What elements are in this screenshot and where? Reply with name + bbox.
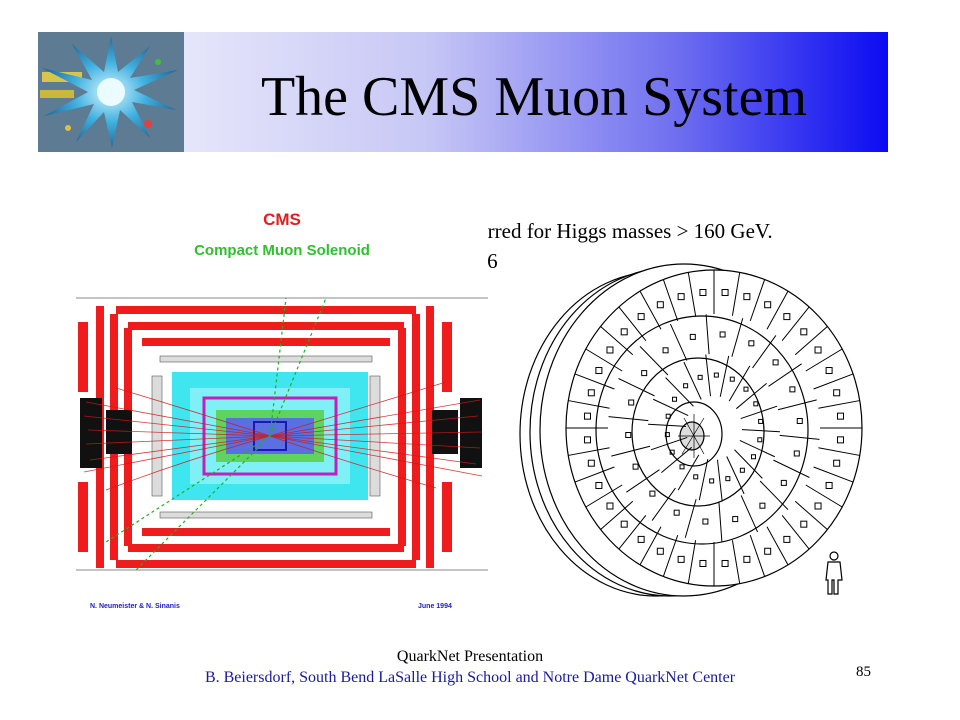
page-number: 85 bbox=[856, 664, 871, 680]
slide-title: The CMS Muon System bbox=[260, 66, 808, 128]
muon-endcap-wheel-figure bbox=[488, 258, 880, 598]
starburst-logo-icon bbox=[38, 32, 184, 152]
cms-figure-credit: N. Neumeister & N. Sinanis bbox=[90, 603, 180, 610]
cms-figure-title: CMS bbox=[263, 210, 301, 229]
cms-detector-drawing bbox=[76, 297, 488, 571]
footer-presentation-title: QuarkNet Presentation bbox=[396, 648, 544, 665]
footer: QuarkNet Presentation B. Beiersdorf, Sou… bbox=[120, 646, 820, 688]
cms-cross-section-figure: CMS Compact Muon Solenoid bbox=[76, 200, 488, 620]
footer-author: B. Beiersdorf, South Bend LaSalle High S… bbox=[204, 669, 736, 686]
cms-figure-subtitle: Compact Muon Solenoid bbox=[194, 242, 370, 259]
cms-figure-date: June 1994 bbox=[418, 603, 452, 610]
human-figure-icon bbox=[825, 551, 843, 595]
title-bar bbox=[180, 32, 888, 152]
body-line-1: eferred for Higgs masses > 160 GeV. bbox=[462, 219, 773, 243]
